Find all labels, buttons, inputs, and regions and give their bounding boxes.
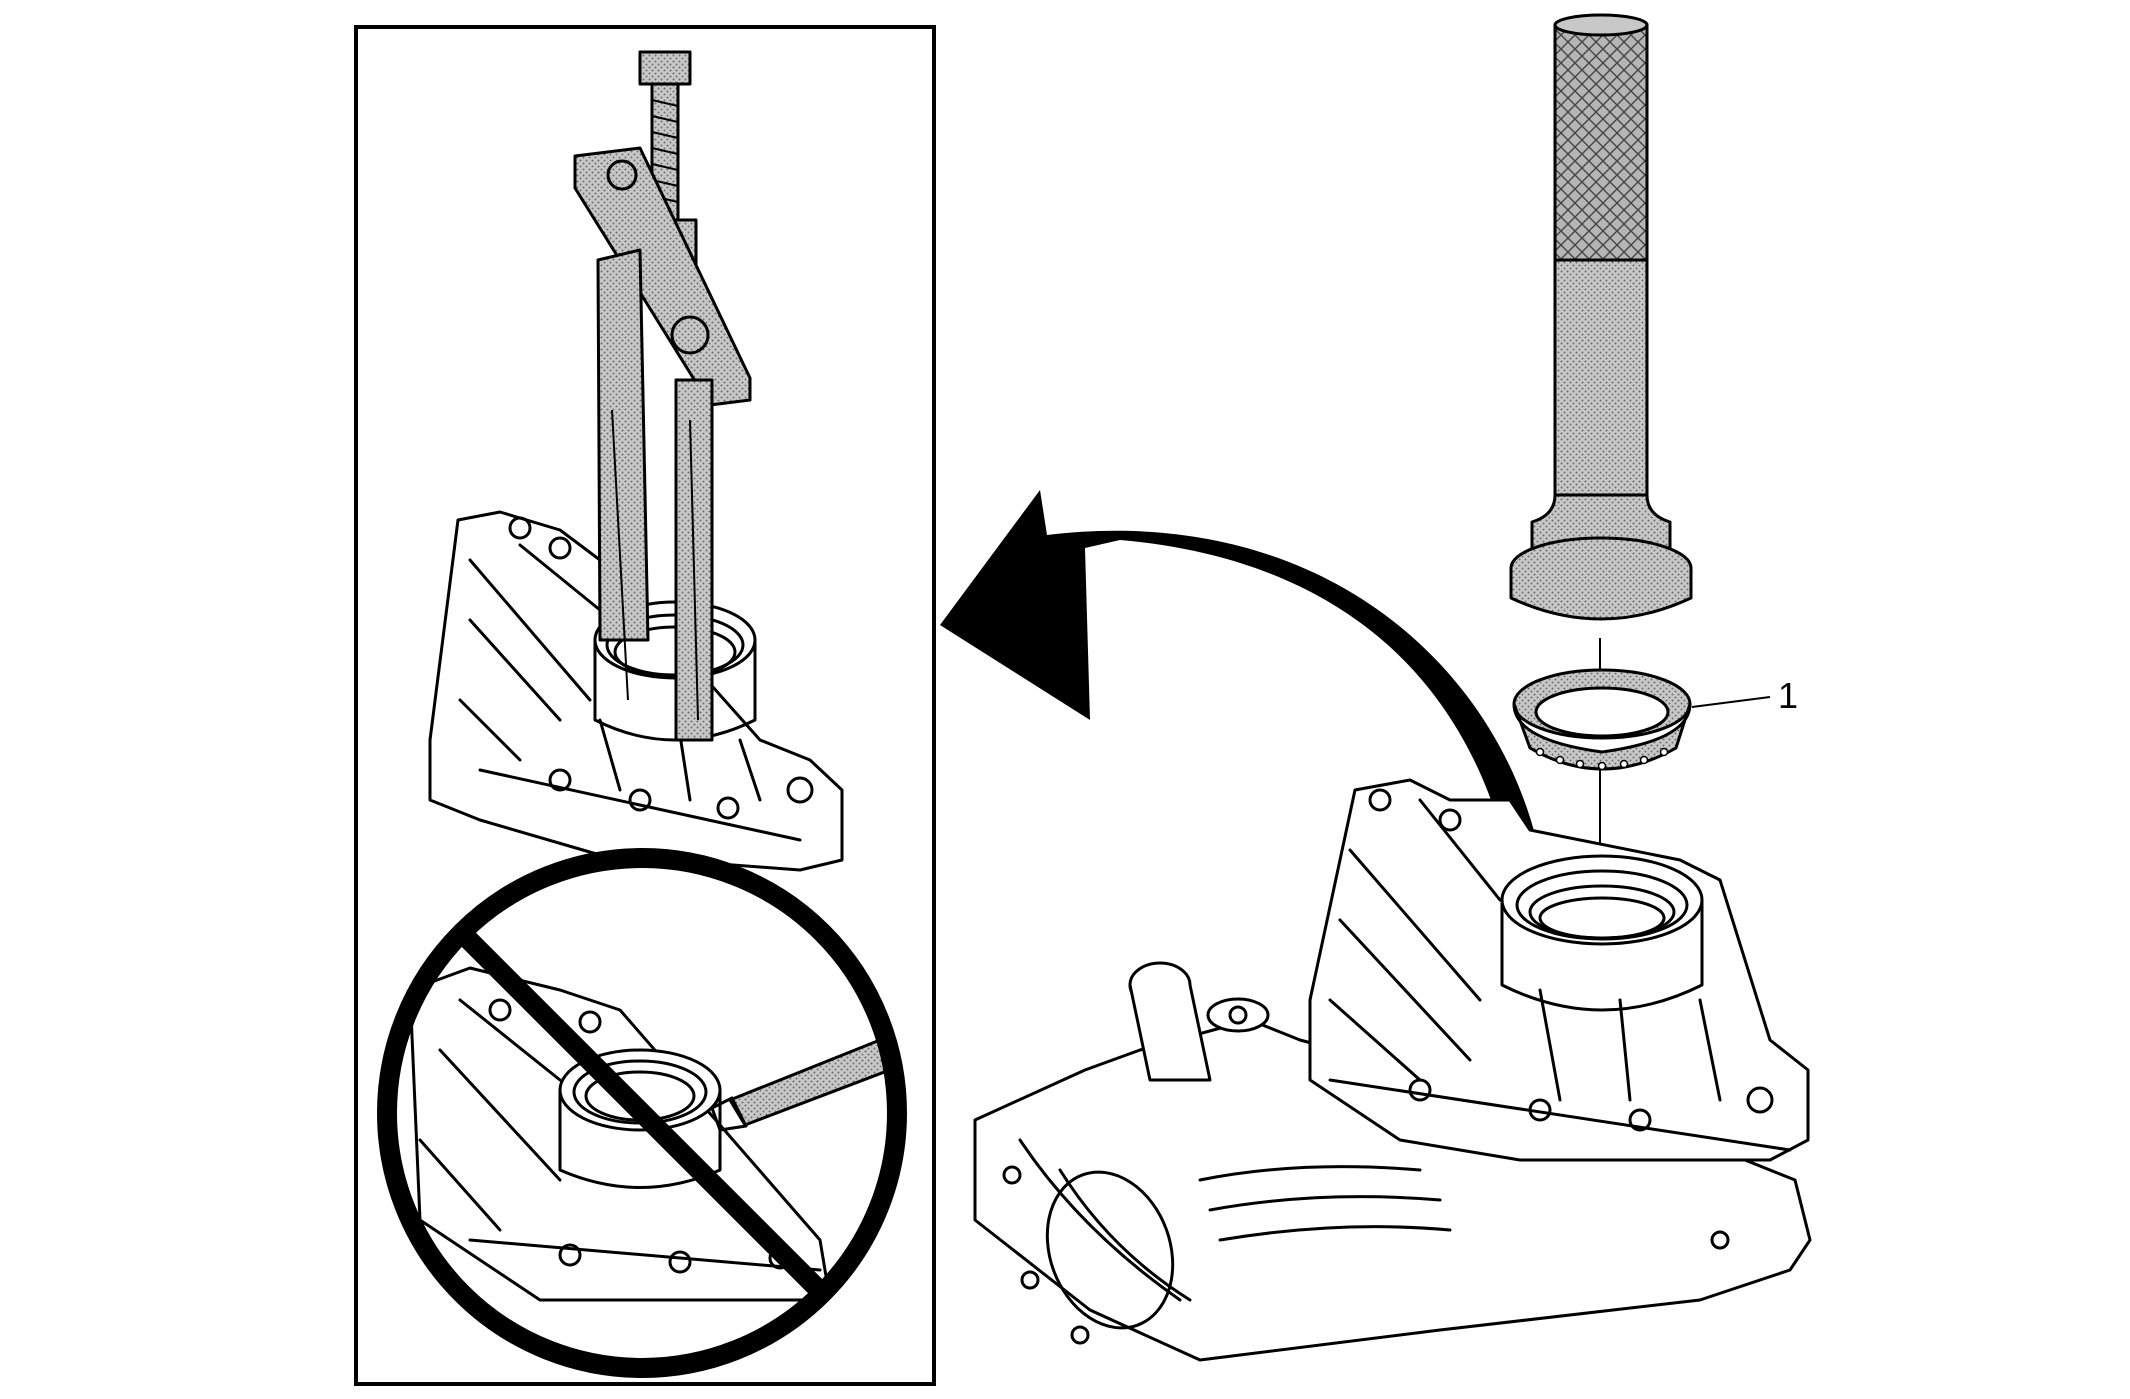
callout-label: 1 bbox=[1778, 675, 1798, 716]
prohibition-icon bbox=[377, 848, 907, 1378]
prohibited-method bbox=[377, 848, 907, 1378]
seal-installer-tool bbox=[1509, 13, 1693, 621]
axle-seal bbox=[1512, 668, 1692, 771]
transmission-housing bbox=[973, 778, 1812, 1362]
curved-arrow-icon bbox=[940, 490, 1545, 890]
seal-spring-holes bbox=[1535, 747, 1669, 771]
inset-panel bbox=[354, 25, 936, 1386]
seal-remover-tool bbox=[573, 50, 752, 742]
callout-1: 1 bbox=[1691, 675, 1798, 716]
